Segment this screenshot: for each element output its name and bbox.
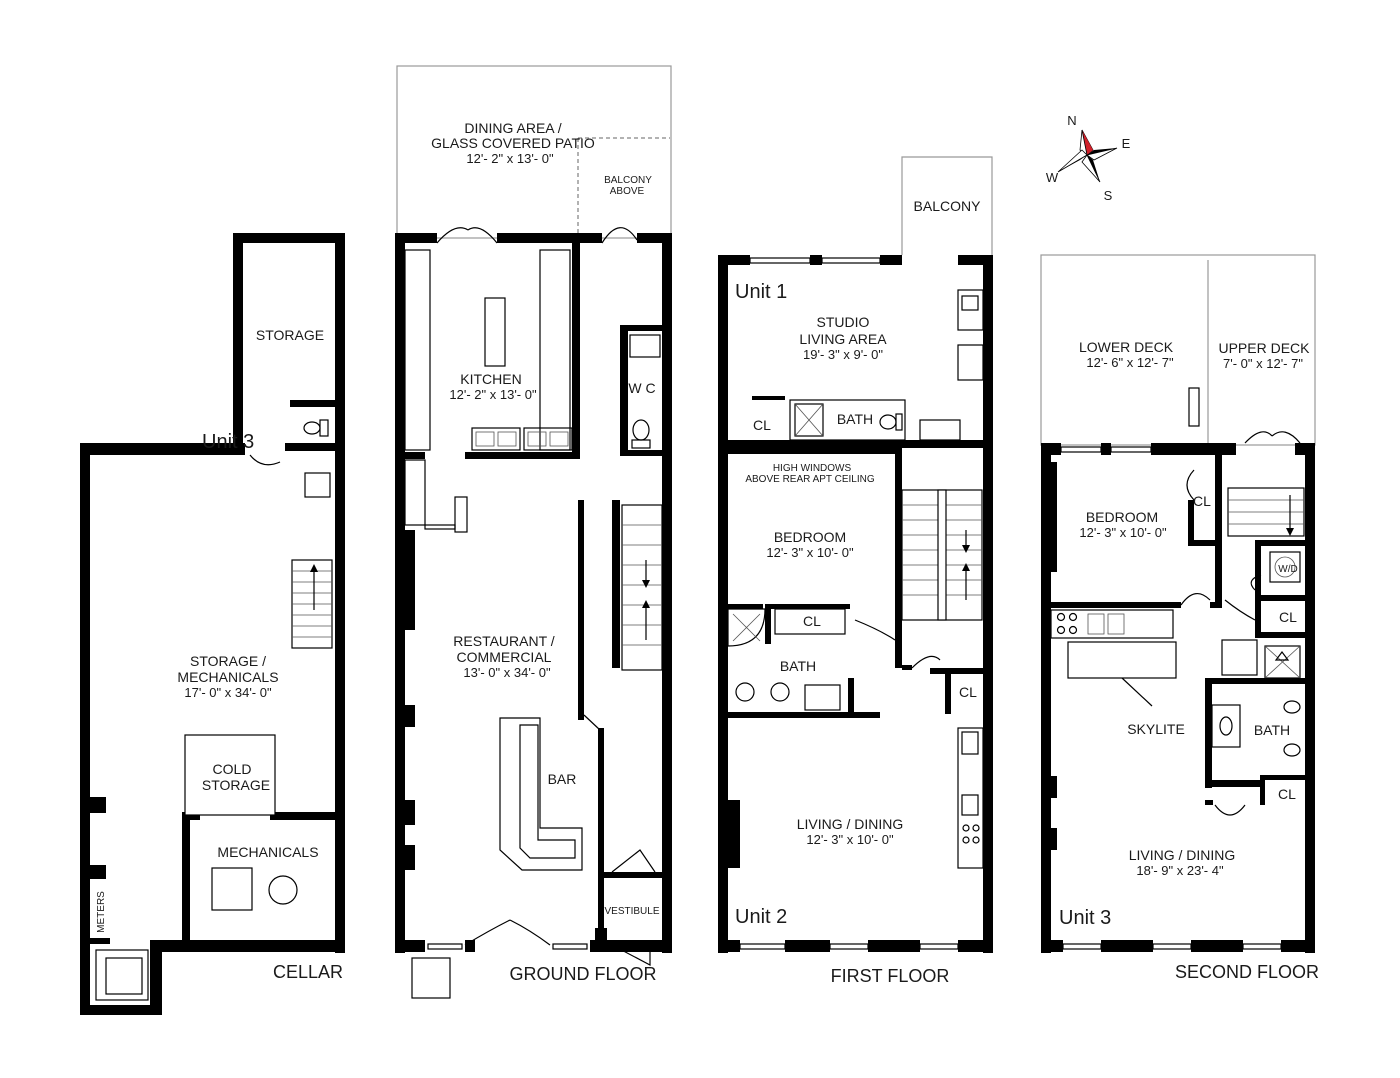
compass-s-label: S xyxy=(1104,188,1113,203)
first-floor-plan: BALCONY Unit 1 STUDIO LIVING AREA 19'- 3… xyxy=(718,156,993,986)
high-windows-label-2: ABOVE REAR APT CEILING xyxy=(745,474,875,485)
first-bath-label: BATH xyxy=(780,658,816,674)
second-bath-cl-label: CL xyxy=(1278,786,1296,802)
ground-floor-plan: DINING AREA / GLASS COVERED PATIO 12'- 2… xyxy=(395,65,672,999)
second-unit-label: Unit 3 xyxy=(1059,907,1111,929)
second-floor-label: SECOND FLOOR xyxy=(1175,962,1319,982)
first-bedroom-label: BEDROOM xyxy=(774,529,846,545)
studio-cl-label: CL xyxy=(753,417,771,433)
cellar-storage-mech-label-2: MECHANICALS xyxy=(177,669,278,685)
first-stair-cl-label: CL xyxy=(959,684,977,700)
restaurant-dim: 13'- 0" x 34'- 0" xyxy=(463,665,551,680)
ground-stairs xyxy=(621,504,663,671)
patio-dim: 12'- 2" x 13'- 0" xyxy=(466,151,554,166)
cellar-plan: STORAGE Unit 3 STORAGE / MECHANICALS 17'… xyxy=(80,233,345,1015)
compass-rose: N E S W xyxy=(1046,113,1131,203)
high-windows-label-1: HIGH WINDOWS xyxy=(773,463,852,474)
lower-deck-label: LOWER DECK xyxy=(1079,339,1174,355)
first-bedroom-dim: 12'- 3" x 10'- 0" xyxy=(766,545,854,560)
upper-deck-dim: 7'- 0" x 12'- 7" xyxy=(1223,356,1303,371)
bar-label: BAR xyxy=(548,771,577,787)
cellar-stairs xyxy=(291,559,333,649)
patio-label-2: GLASS COVERED PATIO xyxy=(431,135,595,151)
restaurant-label-1: RESTAURANT / xyxy=(453,633,554,649)
studio-label-1: STUDIO xyxy=(817,314,870,330)
kitchen-dim: 12'- 2" x 13'- 0" xyxy=(449,387,537,402)
first-living-label: LIVING / DINING xyxy=(797,816,904,832)
cellar-storage-mech-label-1: STORAGE / xyxy=(190,653,266,669)
second-bedroom-label: BEDROOM xyxy=(1086,509,1158,525)
cellar-storage-mech-dim: 17'- 0" x 34'- 0" xyxy=(184,685,272,700)
skylite-label: SKYLITE xyxy=(1127,721,1185,737)
cold-storage-label-1: COLD xyxy=(213,761,252,777)
studio-bath-label: BATH xyxy=(837,411,873,427)
first-living-dim: 12'- 3" x 10'- 0" xyxy=(806,832,894,847)
wc-label: W C xyxy=(628,380,655,396)
studio-label-2: LIVING AREA xyxy=(799,331,887,347)
first-floor-stairs xyxy=(901,489,983,621)
compass-w-label: W xyxy=(1046,170,1059,185)
cold-storage-label-2: STORAGE xyxy=(202,777,270,793)
studio-dim: 19'- 3" x 9'- 0" xyxy=(803,347,883,362)
second-bedroom-dim: 12'- 3" x 10'- 0" xyxy=(1079,525,1167,540)
compass-e-label: E xyxy=(1122,136,1131,151)
second-bedroom-cl-label: CL xyxy=(1193,493,1211,509)
vestibule-label: VESTIBULE xyxy=(604,906,659,917)
meters-label: METERS xyxy=(96,891,107,933)
unit2-label: Unit 2 xyxy=(735,906,787,928)
compass-n-label: N xyxy=(1067,113,1076,128)
cellar-unit-label: Unit 3 xyxy=(202,431,254,453)
cellar-storage-label: STORAGE xyxy=(256,327,324,343)
second-bath-label: BATH xyxy=(1254,722,1290,738)
balcony-label: BALCONY xyxy=(914,198,982,214)
second-floor-stairs xyxy=(1227,487,1305,537)
mechanicals-label: MECHANICALS xyxy=(217,844,318,860)
ground-floor-label: GROUND FLOOR xyxy=(509,964,656,984)
upper-deck-label: UPPER DECK xyxy=(1218,340,1310,356)
lower-deck-dim: 12'- 6" x 12'- 7" xyxy=(1086,355,1174,370)
washer-dryer-label: W/D xyxy=(1278,564,1297,575)
second-floor-plan: LOWER DECK 12'- 6" x 12'- 7" UPPER DECK … xyxy=(1040,254,1319,982)
first-bedroom-cl-label: CL xyxy=(803,613,821,629)
unit1-label: Unit 1 xyxy=(735,281,787,303)
second-living-dim: 18'- 9" x 23'- 4" xyxy=(1136,863,1224,878)
balcony-above-label-1: BALCONY xyxy=(604,175,652,186)
second-living-label: LIVING / DINING xyxy=(1129,847,1236,863)
kitchen-label: KITCHEN xyxy=(460,371,521,387)
restaurant-label-2: COMMERCIAL xyxy=(457,649,552,665)
second-stair-cl-label: CL xyxy=(1279,609,1297,625)
patio-label-1: DINING AREA / xyxy=(464,120,561,136)
cellar-floor-label: CELLAR xyxy=(273,962,343,982)
balcony-above-label-2: ABOVE xyxy=(610,186,645,197)
first-floor-label: FIRST FLOOR xyxy=(831,966,950,986)
